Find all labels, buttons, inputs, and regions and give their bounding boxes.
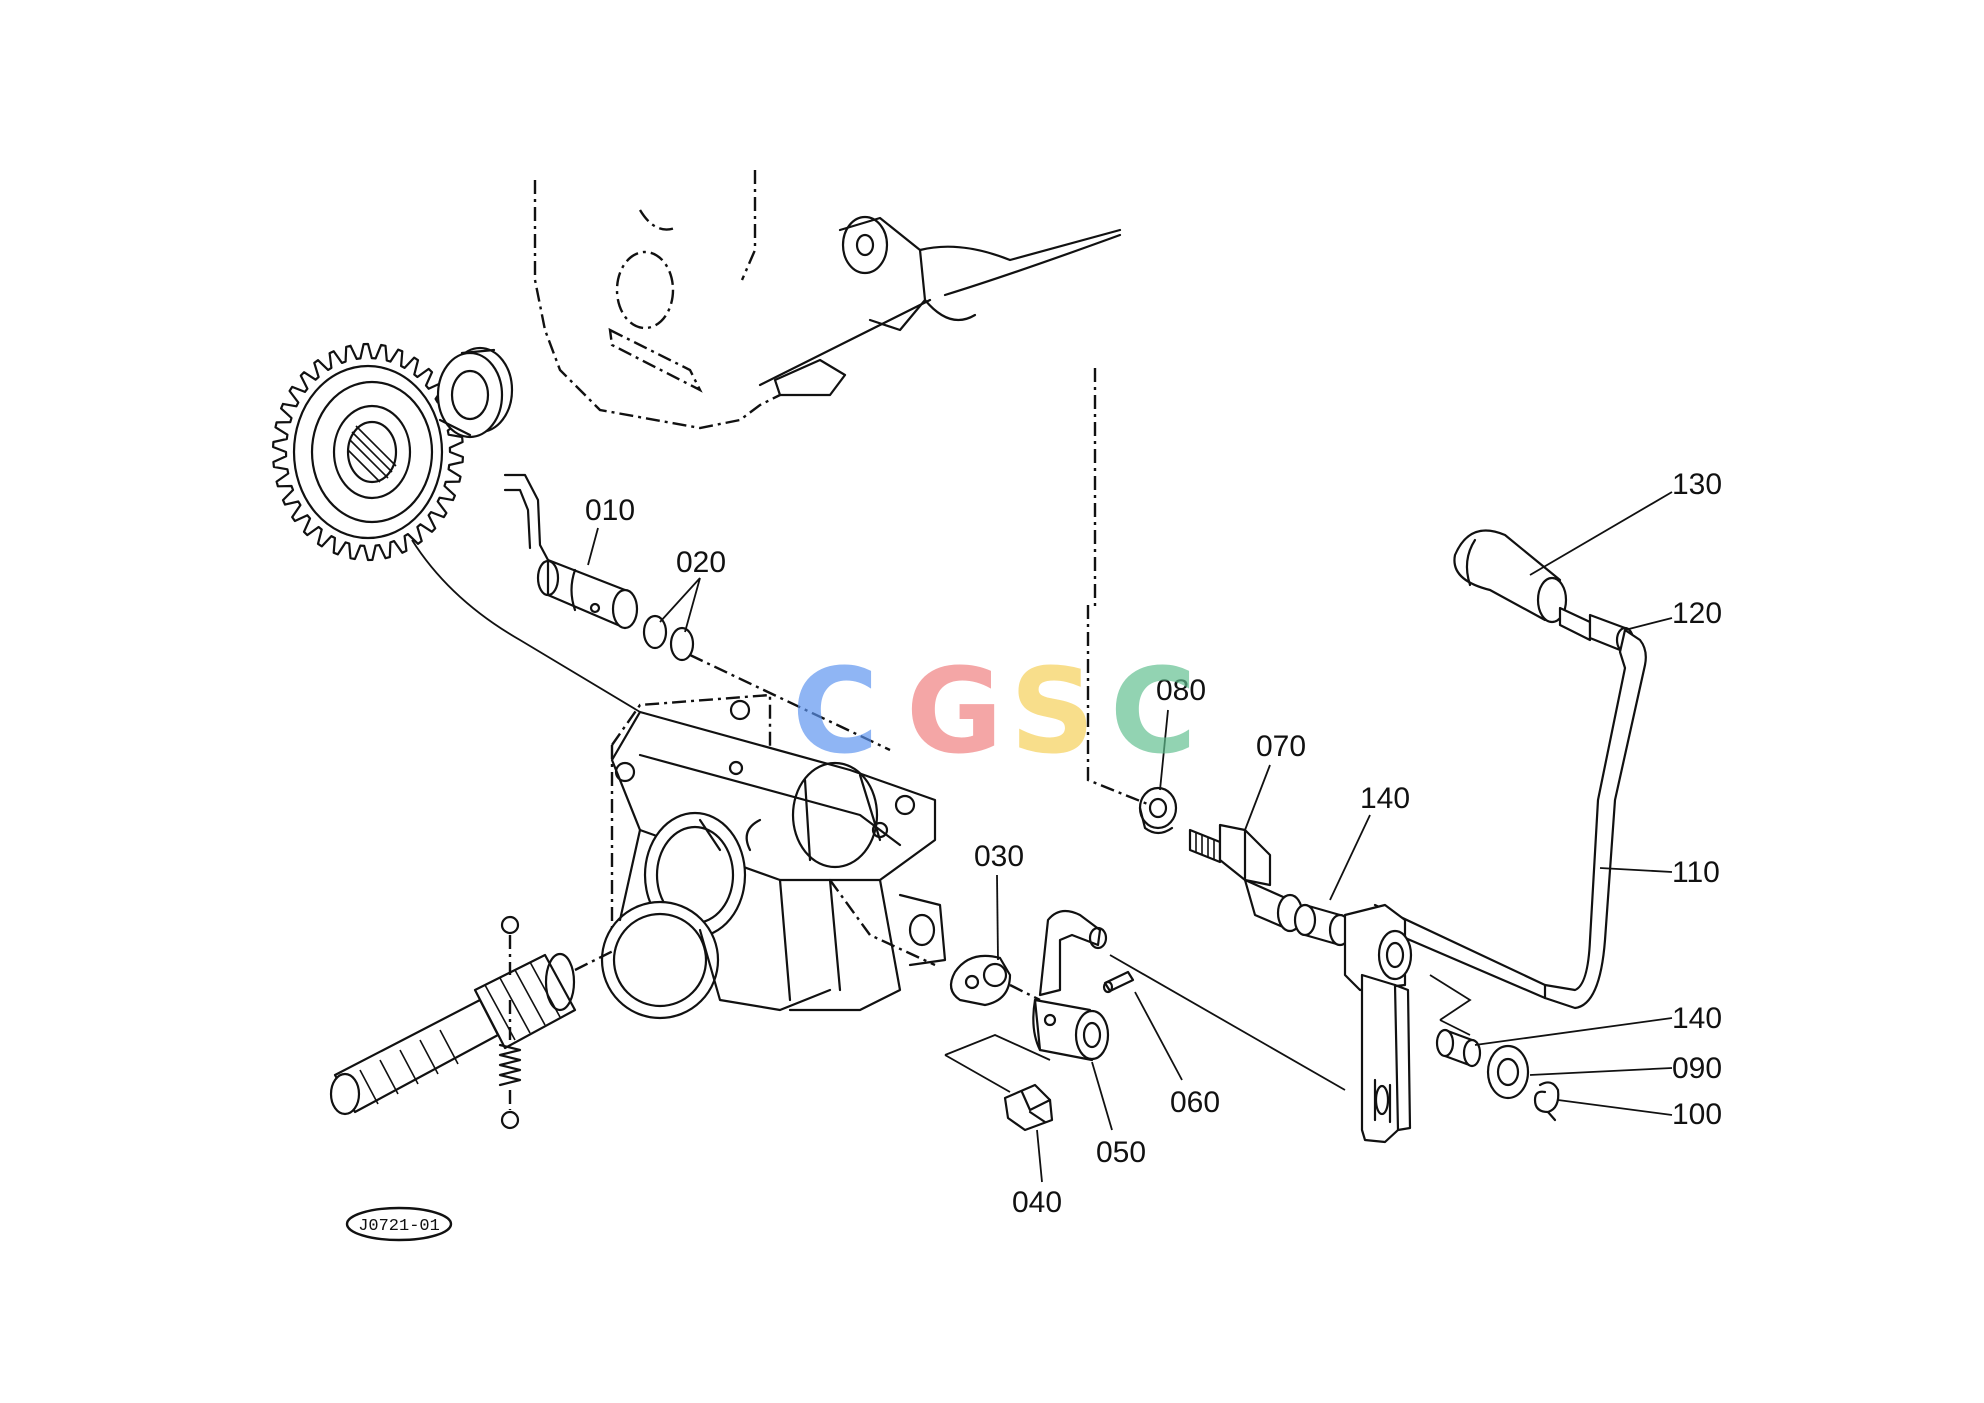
label-010: 010 [585,494,635,527]
label-130: 130 [1672,468,1722,501]
lever-leader-bracket [1429,974,1472,1036]
watermark: C G S C [792,642,1197,780]
watermark-letter-4: C [1110,642,1197,780]
label-050: 050 [1096,1136,1146,1169]
washer-090 [1486,1044,1530,1100]
axis-line-050 [1109,954,1346,1091]
axis-line-080 [1086,368,1151,807]
drawing-reference: J0721-01 [358,1217,440,1236]
pin-060 [1102,970,1135,994]
pivot-pin-070 [1188,823,1304,933]
watermark-letter-1: C [792,642,879,780]
gasket-030 [949,954,1012,1007]
shift-shaft-010 [503,473,639,630]
washer-080 [1138,786,1178,835]
circlip-100 [1533,1081,1560,1122]
label-040: 040 [1012,1186,1062,1219]
label-140-upper: 140 [1360,782,1410,815]
label-070: 070 [1256,730,1306,763]
housing [600,693,947,1020]
label-140-lower: 140 [1672,1002,1722,1035]
bolt-040-leader-bracket [944,1034,1051,1093]
drawing-reference-badge: J0721-01 [345,1206,453,1242]
bolt-040 [1003,1083,1054,1132]
label-080: 080 [1156,674,1206,707]
label-100: 100 [1672,1098,1722,1131]
label-leaders [587,491,1673,1183]
label-090: 090 [1672,1052,1722,1085]
assembly-arrow-line [411,539,721,761]
shift-arm-050 [1032,909,1110,1062]
gear-rim [292,364,444,540]
output-shaft [329,948,616,1116]
o-rings-020 [642,614,695,662]
axis-line-010 [689,653,891,752]
part-labels: 010 020 030 040 050 060 070 080 140 130 … [585,468,1722,1219]
label-110: 110 [1672,856,1720,889]
shift-lever-110 [1343,628,1647,1144]
bushing-140-upper [1293,903,1352,947]
transmission-case-outline [533,170,1122,430]
detent-ball-spring [498,915,522,1130]
label-120: 120 [1672,597,1722,630]
bushing-140-lower [1435,1028,1482,1068]
lever-knob-130 [1453,529,1568,624]
watermark-letter-2: G [906,642,1003,780]
gear [272,342,464,562]
label-060: 060 [1170,1086,1220,1119]
label-030: 030 [974,840,1024,873]
bearing [436,346,514,439]
axis-line-030 [1009,983,1041,1002]
label-020: 020 [676,546,726,579]
watermark-letter-3: S [1010,642,1095,780]
